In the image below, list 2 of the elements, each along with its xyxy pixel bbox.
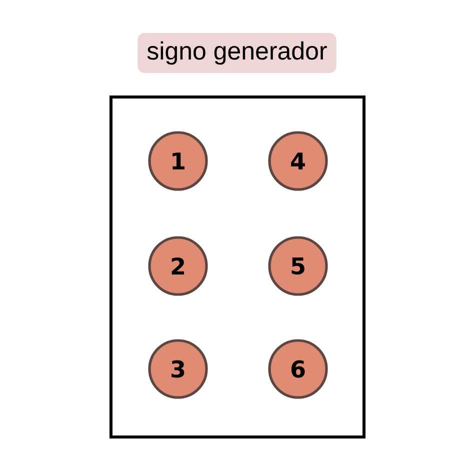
title-pill: signo generador <box>138 33 336 73</box>
cell-frame <box>110 96 366 438</box>
